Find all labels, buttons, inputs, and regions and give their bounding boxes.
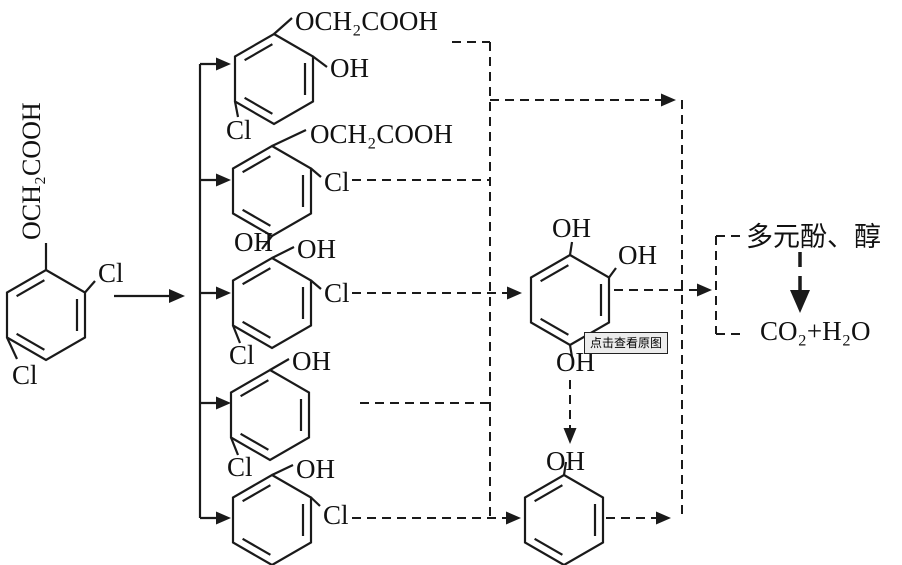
structure-intermediate-3: OH Cl Cl	[229, 234, 350, 370]
substituent-label: Cl	[227, 452, 253, 482]
mineralization-arrow	[790, 252, 810, 313]
bonds	[229, 358, 290, 456]
structure-benzenetriol: OH OH OH	[529, 213, 657, 377]
substituent-label: OH	[234, 227, 273, 257]
dashed-connectors	[352, 41, 712, 525]
structure-intermediate-2: OCH₂COOH Cl OH	[231, 119, 453, 257]
benzene-ring	[5, 268, 87, 362]
substituent-label: OH	[292, 346, 331, 376]
benzene-ring	[231, 256, 313, 350]
view-original-image-button[interactable]: 点击查看原图	[584, 332, 669, 354]
substituent-label: Cl	[324, 167, 350, 197]
benzene-ring	[229, 368, 311, 462]
bonds	[271, 464, 321, 507]
substituent-label: Cl	[324, 278, 350, 308]
substituent-label: OH	[330, 53, 369, 83]
benzene-ring	[523, 473, 605, 565]
substituent-label: OH	[297, 234, 336, 264]
bonds	[568, 241, 617, 358]
substituent-label: OCH₂COOH	[310, 119, 453, 149]
final-products-label: CO₂+H₂O	[760, 316, 871, 346]
structure-intermediate-4: OH Cl	[227, 346, 331, 482]
product-bracket	[715, 235, 742, 335]
intermediate-products-label: 多元酚、醇	[746, 222, 881, 252]
bonds	[233, 17, 328, 118]
benzene-ring	[233, 32, 315, 126]
benzene-ring	[231, 473, 313, 565]
substituent-label: OH	[546, 446, 585, 476]
substituent-label: Cl	[226, 115, 252, 145]
structure-24d: OCH₂COOH Cl Cl	[5, 102, 124, 390]
main-reaction-arrow	[114, 289, 185, 303]
structure-intermediate-5: OH Cl	[231, 454, 349, 565]
substituent-label: OCH₂COOH	[17, 102, 46, 240]
bonds	[6, 243, 96, 360]
bonds	[231, 246, 322, 344]
substituent-label: Cl	[323, 500, 349, 530]
substituent-label: Cl	[98, 258, 124, 288]
benzene-ring	[231, 144, 313, 238]
bonds	[261, 129, 322, 250]
substituent-label: Cl	[229, 340, 255, 370]
structure-intermediate-1: OCH₂COOH OH Cl	[226, 6, 438, 145]
substituent-label: Cl	[12, 360, 38, 390]
structure-phenol: OH	[523, 446, 605, 565]
substituent-label: OCH₂COOH	[295, 6, 438, 36]
bonds	[562, 461, 568, 476]
branch-spine-and-arrows	[198, 57, 231, 525]
substituent-label: OH	[552, 213, 591, 243]
substituent-label: OH	[296, 454, 335, 484]
substituent-label: OH	[618, 240, 657, 270]
